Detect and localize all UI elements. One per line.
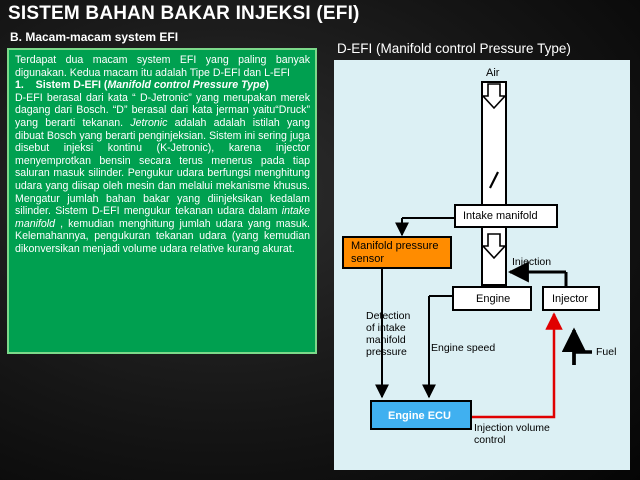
air-label: Air (486, 67, 500, 79)
detection-line2: of intake (366, 322, 406, 334)
intro-paragraph: Terdapat dua macam system EFI yang palin… (15, 54, 310, 79)
slide-title: SISTEM BAHAN BAKAR INJEKSI (EFI) (8, 3, 360, 24)
manifold-arrow-icon (481, 233, 507, 260)
engine-box: Engine (452, 286, 532, 311)
detection-label: Detection of intake manifold pressure (366, 310, 410, 358)
body-paragraph: D-EFI berasal dari kata “ D-Jetronic” ya… (15, 92, 310, 256)
sensor-label-line2: sensor (351, 253, 385, 265)
slide-subtitle: B. Macam-macam system EFI (10, 30, 179, 44)
fuel-label: Fuel (596, 346, 617, 358)
intake-manifold-box: Intake manifold (454, 204, 558, 228)
injection-volume-signal (472, 312, 563, 419)
body-italic-jetronic: Jetronic (130, 116, 168, 129)
item-heading: 1. Sistem D-EFI (Manifold control Pressu… (15, 79, 310, 92)
engine-ecu-label: Engine ECU (388, 410, 451, 422)
detection-line1: Detection (366, 310, 411, 322)
injector-label: Injector (552, 293, 589, 305)
injection-volume-line2: control (474, 434, 506, 446)
engine-label: Engine (476, 293, 511, 305)
item-number: 1. (15, 79, 24, 92)
explanation-textbox: Terdapat dua macam system EFI yang palin… (7, 48, 317, 354)
item-head-italic: Manifold control Pressure Type (107, 79, 266, 92)
air-arrow-icon (481, 83, 507, 110)
injection-label: Injection (512, 256, 552, 268)
body-italic-intake: intake manifold (15, 205, 310, 230)
item-head-end: ) (265, 79, 269, 92)
throttle-valve-icon (489, 171, 499, 189)
engine-ecu-box: Engine ECU (370, 400, 472, 430)
body-part-2: adalah adalah istilah yang dibuat Bosch … (15, 116, 310, 218)
engine-speed-label: Engine speed (431, 342, 496, 354)
d-efi-diagram: Intake manifold Manifold pressure sensor… (334, 60, 630, 470)
body-part-3: , kemudian menghitung jumlah udara yang … (15, 217, 310, 255)
diagram-title: D-EFI (Manifold control Pressure Type) (337, 41, 571, 56)
injection-volume-line1: Injection volume (474, 422, 550, 434)
injection-volume-label: Injection volume control (474, 422, 550, 446)
manifold-pressure-sensor-box: Manifold pressure sensor (342, 236, 452, 269)
detection-line3: manifold (366, 334, 406, 346)
detection-line4: pressure (366, 346, 407, 358)
body-part-1: D-EFI berasal dari kata “ D-Jetronic” ya… (15, 91, 310, 129)
injector-box: Injector (542, 286, 600, 311)
sensor-label-line1: Manifold pressure (351, 240, 439, 252)
item-head: Sistem D-EFI ( (35, 79, 108, 92)
intake-manifold-label: Intake manifold (463, 210, 538, 222)
